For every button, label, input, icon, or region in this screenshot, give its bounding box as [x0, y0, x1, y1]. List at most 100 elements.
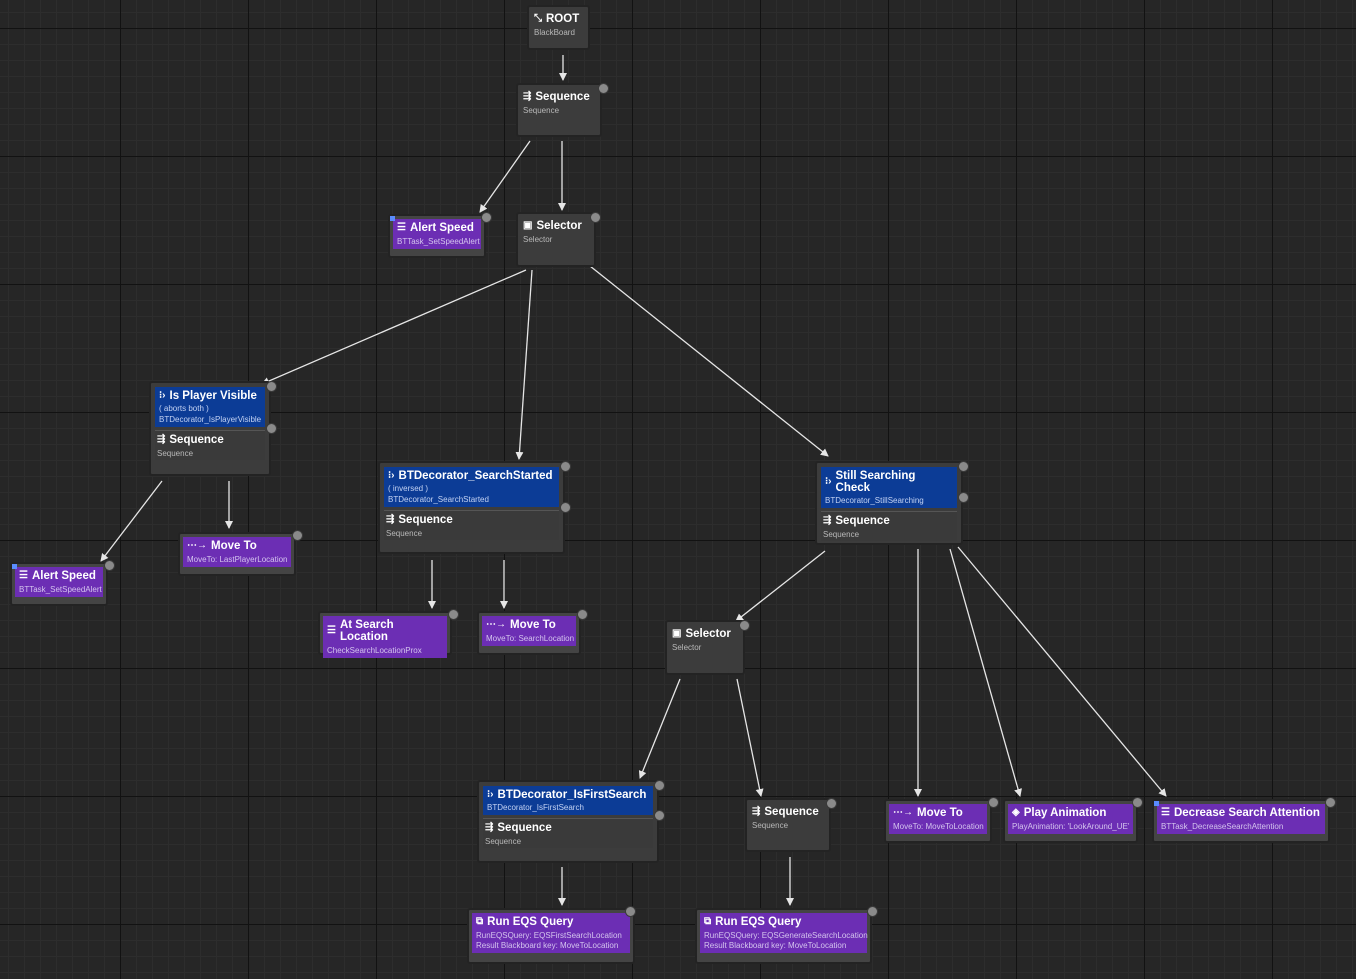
- node-pin[interactable]: [104, 560, 115, 571]
- node-subtitle: Sequence: [485, 837, 522, 846]
- node-title: Run EQS Query: [487, 916, 574, 928]
- node-pin[interactable]: [598, 83, 609, 94]
- decorator-pin[interactable]: [266, 423, 277, 434]
- root-icon: ⤡: [534, 13, 542, 24]
- node-result-key: Result Blackboard key: MoveToLocation: [704, 941, 847, 950]
- task-alert-speed-left[interactable]: ☰Alert Speed BTTask_SetSpeedAlert: [10, 560, 115, 606]
- move-to-icon: ⋯→: [893, 807, 913, 818]
- task-run-eqs-generate[interactable]: ⧉Run EQS Query RunEQSQuery: EQSGenerateS…: [695, 906, 878, 964]
- eqs-icon: ⧉: [476, 916, 484, 927]
- decorator-title: BTDecorator_IsFirstSearch: [497, 789, 647, 801]
- node-result-key: Result Blackboard key: MoveToLocation: [476, 941, 619, 950]
- node-pin[interactable]: [1325, 797, 1336, 808]
- node-pin[interactable]: [739, 620, 750, 631]
- node-pin[interactable]: [625, 906, 636, 917]
- node-title: Sequence: [497, 822, 552, 834]
- selector-node-2[interactable]: ▣Selector Selector: [665, 620, 750, 675]
- node-pin[interactable]: [988, 797, 999, 808]
- sequence-node-search-started[interactable]: ⁝› BTDecorator_SearchStarted ( inversed )…: [378, 461, 571, 554]
- node-subtitle: Sequence: [823, 530, 860, 539]
- task-play-animation[interactable]: ◈Play Animation PlayAnimation: 'LookArou…: [1003, 797, 1143, 843]
- decorator-pin[interactable]: [958, 492, 969, 503]
- decorator-title: Is Player Visible: [169, 390, 257, 402]
- node-title: Selector: [685, 628, 731, 640]
- task-move-to-location[interactable]: ⋯→ Move To MoveTo: MoveToLocation: [884, 797, 999, 843]
- decorator-title: Still Searching Check: [835, 470, 916, 494]
- task-decrease-search-attention[interactable]: ☰Decrease Search Attention BTTask_Decrea…: [1152, 797, 1336, 843]
- node-title: Move To: [510, 619, 556, 631]
- selector-node-main[interactable]: ▣Selector Selector: [516, 212, 601, 267]
- sequence-node-still-searching[interactable]: ⁝›Still Searching Check BTDecorator_Stil…: [815, 461, 969, 545]
- task-move-to-search[interactable]: ⋯→Move To MoveTo: SearchLocation: [477, 609, 588, 655]
- node-subtitle: MoveTo: MoveToLocation: [893, 822, 984, 831]
- node-pin[interactable]: [266, 381, 277, 392]
- node-pin[interactable]: [292, 530, 303, 541]
- sequence-node-is-first-search[interactable]: ⁝›BTDecorator_IsFirstSearch BTDecorator_…: [477, 780, 665, 863]
- node-pin[interactable]: [654, 780, 665, 791]
- decorator-pin[interactable]: [560, 502, 571, 513]
- task-move-to-player[interactable]: ⋯→Move To MoveTo: LastPlayerLocation: [178, 530, 303, 576]
- decorator-class: BTDecorator_SearchStarted: [388, 495, 489, 504]
- node-title: Alert Speed: [409, 222, 474, 234]
- edge-selector-stillsearching: [589, 265, 829, 457]
- node-pin[interactable]: [577, 609, 588, 620]
- node-subtitle: RunEQSQuery: EQSGenerateSearchLocation: [704, 931, 868, 940]
- breakpoint-flag: [390, 216, 395, 221]
- sequence-node-main[interactable]: ⇶Sequence Sequence: [516, 83, 609, 137]
- task-at-search-location[interactable]: ☰At Search Location CheckSearchLocationP…: [318, 609, 459, 658]
- task-icon: ☰: [1161, 807, 1170, 818]
- root-subtitle: BlackBoard: [534, 28, 575, 37]
- edge-still-selector: [735, 550, 826, 622]
- sequence-icon: ⇶: [523, 91, 532, 102]
- node-title: Sequence: [169, 434, 224, 446]
- node-subtitle: MoveTo: LastPlayerLocation: [187, 555, 288, 564]
- decorator-still-searching[interactable]: ⁝›Still Searching Check BTDecorator_Stil…: [821, 467, 957, 508]
- decorator-icon: ⁝›: [388, 470, 395, 481]
- decorator-class: BTDecorator_IsPlayerVisible: [159, 415, 262, 424]
- node-pin[interactable]: [481, 212, 492, 223]
- sequence-icon: ⇶: [752, 806, 761, 817]
- decorator-is-player-visible[interactable]: ⁝›Is Player Visible ( aborts both ) BTDe…: [155, 387, 265, 427]
- edge-selector-playervisible: [261, 269, 527, 385]
- task-icon: ☰: [19, 570, 28, 581]
- node-pin[interactable]: [958, 461, 969, 472]
- node-pin[interactable]: [826, 798, 837, 809]
- node-title: Move To: [917, 807, 963, 819]
- node-title: Sequence: [398, 514, 453, 526]
- node-pin[interactable]: [867, 906, 878, 917]
- decorator-pin[interactable]: [654, 810, 665, 821]
- sequence-icon: ⇶: [485, 822, 494, 833]
- task-run-eqs-first[interactable]: ⧉Run EQS Query RunEQSQuery: EQSFirstSear…: [467, 906, 636, 964]
- node-subtitle: Sequence: [752, 821, 789, 830]
- decorator-search-started[interactable]: ⁝› BTDecorator_SearchStarted ( inversed )…: [384, 467, 559, 507]
- task-icon: ☰: [397, 222, 406, 233]
- node-subtitle: Selector: [523, 235, 553, 244]
- node-subtitle: MoveTo: SearchLocation: [486, 634, 575, 643]
- sequence-node-2[interactable]: ⇶Sequence Sequence: [745, 798, 837, 852]
- root-node[interactable]: ⤡ ROOT BlackBoard: [527, 5, 590, 50]
- node-pin[interactable]: [448, 609, 459, 620]
- node-title: At Search Location: [339, 619, 394, 643]
- selector-icon: ▣: [523, 220, 533, 231]
- edge-selector-searchstarted: [515, 269, 533, 460]
- node-title: Sequence: [764, 806, 819, 818]
- decorator-inversed: ( inversed ): [388, 484, 429, 493]
- node-title: Run EQS Query: [715, 916, 802, 928]
- node-title: Sequence: [835, 515, 890, 527]
- node-pin[interactable]: [1132, 797, 1143, 808]
- node-title: Play Animation: [1023, 807, 1107, 819]
- root-title: ROOT: [546, 13, 580, 25]
- task-alert-speed-top[interactable]: ☰Alert Speed BTTask_SetSpeedAlert: [388, 212, 492, 258]
- node-pin[interactable]: [560, 461, 571, 472]
- eqs-icon: ⧉: [704, 916, 712, 927]
- node-pin[interactable]: [590, 212, 601, 223]
- node-subtitle: Selector: [672, 643, 702, 652]
- decorator-class: BTDecorator_StillSearching: [825, 496, 924, 505]
- decorator-icon: ⁝›: [825, 476, 832, 487]
- node-title: Sequence: [535, 91, 590, 103]
- decorator-is-first-search[interactable]: ⁝›BTDecorator_IsFirstSearch BTDecorator_…: [483, 786, 653, 815]
- breakpoint-flag: [1154, 801, 1159, 806]
- sequence-node-player-visible[interactable]: ⁝›Is Player Visible ( aborts both ) BTDe…: [149, 381, 277, 476]
- node-title: Selector: [536, 220, 582, 232]
- node-subtitle: CheckSearchLocationProx: [327, 646, 422, 655]
